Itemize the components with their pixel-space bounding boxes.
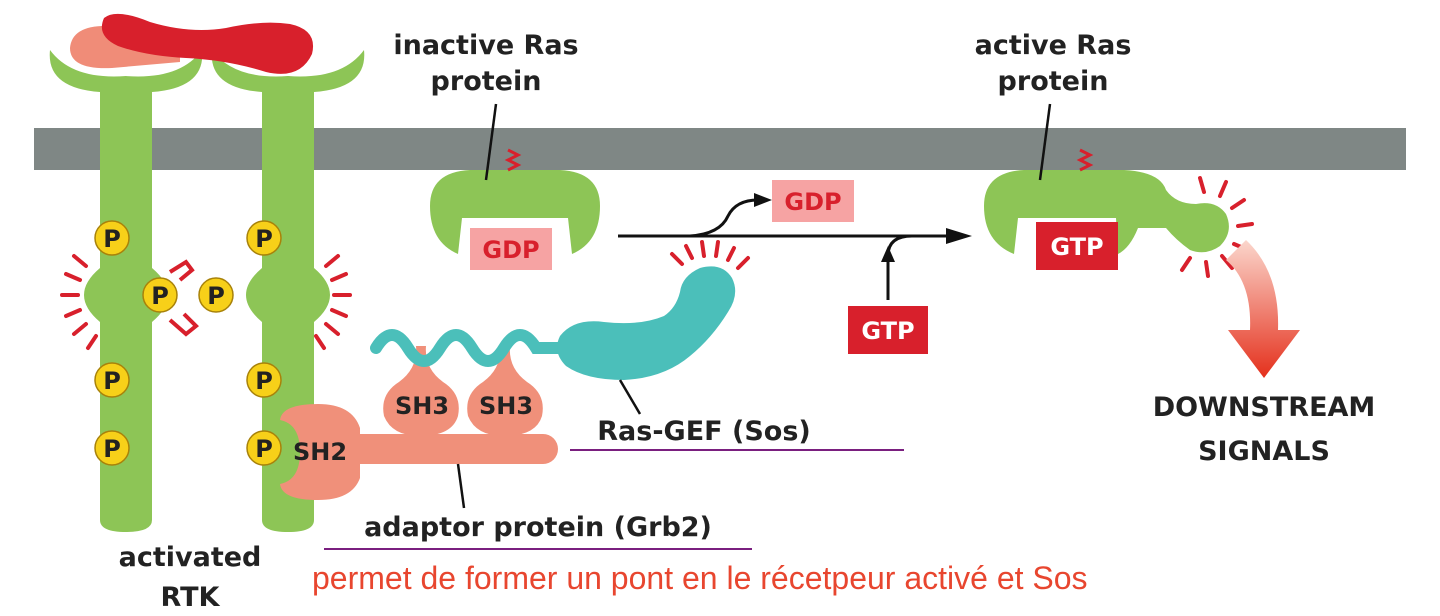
phospho-label: P [207,282,225,310]
adaptor-protein-grb2: SH2 SH3 SH3 [280,346,558,500]
plasma-membrane [34,128,1406,170]
phospho-badge: P [246,220,282,256]
sh2-domain [280,404,360,500]
active-ras-signal-ticks [1180,176,1254,278]
sos-coil [370,329,572,367]
inactive-ras-label-line2: protein [431,66,542,97]
gdp-release-branch [689,198,759,238]
phospho-badge: P [94,220,130,256]
gtp-incoming-text: GTP [861,317,914,345]
ras-gef-label: Ras-GEF (Sos) [597,416,810,447]
phospho-badge: P [142,277,178,313]
gdp-inactive-text: GDP [482,236,539,264]
activated-rtk-label-line2: RTK [161,582,221,613]
sh2-label: SH2 [293,438,347,466]
phospho-label: P [103,435,121,463]
activated-rtk [49,13,365,532]
adaptor-label: adaptor protein (Grb2) [364,512,712,543]
active-ras-body [984,170,1229,254]
downstream-label-line2: SIGNALS [1198,436,1330,467]
annotation-note: permet de former un pont en le récetpeur… [312,560,1088,596]
gdp-released-text: GDP [784,188,841,216]
phospho-label: P [103,225,121,253]
adaptor-leader-line [456,463,466,509]
gdp-release-arrowhead [754,193,772,207]
rtk-right-chain [211,50,365,532]
inactive-ras-label-line1: inactive Ras [393,30,578,61]
gdp-box-released [772,180,854,222]
downstream-label-line1: DOWNSTREAM [1153,392,1376,423]
phospho-label: P [151,282,169,310]
gtp-uptake-branch [886,234,913,300]
phospho-badge: P [246,362,282,398]
rtk-middle-brackets [168,259,199,337]
phospho-label: P [255,367,273,395]
active-ras-lipid-anchor [1076,148,1094,172]
active-ras: GTP [984,148,1254,278]
inactive-ras-body [430,170,600,254]
exchange-reaction-arrow: GDP GTP [618,180,972,354]
active-ras-leader-line [1038,103,1052,181]
phospho-label: P [255,435,273,463]
active-ras-label-line2: protein [998,66,1109,97]
gtp-box-incoming [848,306,928,354]
rtk-activation-ticks-left [60,254,98,350]
sh3-domain-right [467,346,543,436]
adaptor-body [340,434,558,464]
phospho-badge: P [198,277,234,313]
phospho-badge: P [246,430,282,466]
sos-activation-ticks [670,240,750,270]
sh3-right-label: SH3 [479,392,533,420]
gdp-box-inactive [470,228,552,270]
rtk-left-chain [49,50,203,532]
sos-body [557,266,736,380]
downstream-arrow [1226,240,1300,378]
phospho-label: P [103,367,121,395]
sh3-left-label: SH3 [395,392,449,420]
phospho-badge: P [94,430,130,466]
rtk-activation-ticks-right [314,254,352,350]
inactive-ras-leader-line [484,103,498,181]
ligand-red-part [101,13,314,74]
inactive-ras-lipid-anchor [504,148,522,172]
activated-rtk-label-line1: activated [119,542,262,573]
ras-gef-leader-line [618,379,642,415]
main-arrowhead [946,228,972,244]
phospho-badge: P [94,362,130,398]
phospho-label: P [255,225,273,253]
active-ras-label-line1: active Ras [975,30,1132,61]
ras-gef-sos [370,240,750,380]
inactive-ras: GDP [430,148,600,270]
gtp-active-text: GTP [1050,233,1103,261]
sh3-domain-left [383,346,459,436]
gtp-box-active [1036,222,1118,270]
phosphotyrosines: P P P P P P P P [94,220,282,466]
gtp-uptake-arrowhead [881,246,895,262]
